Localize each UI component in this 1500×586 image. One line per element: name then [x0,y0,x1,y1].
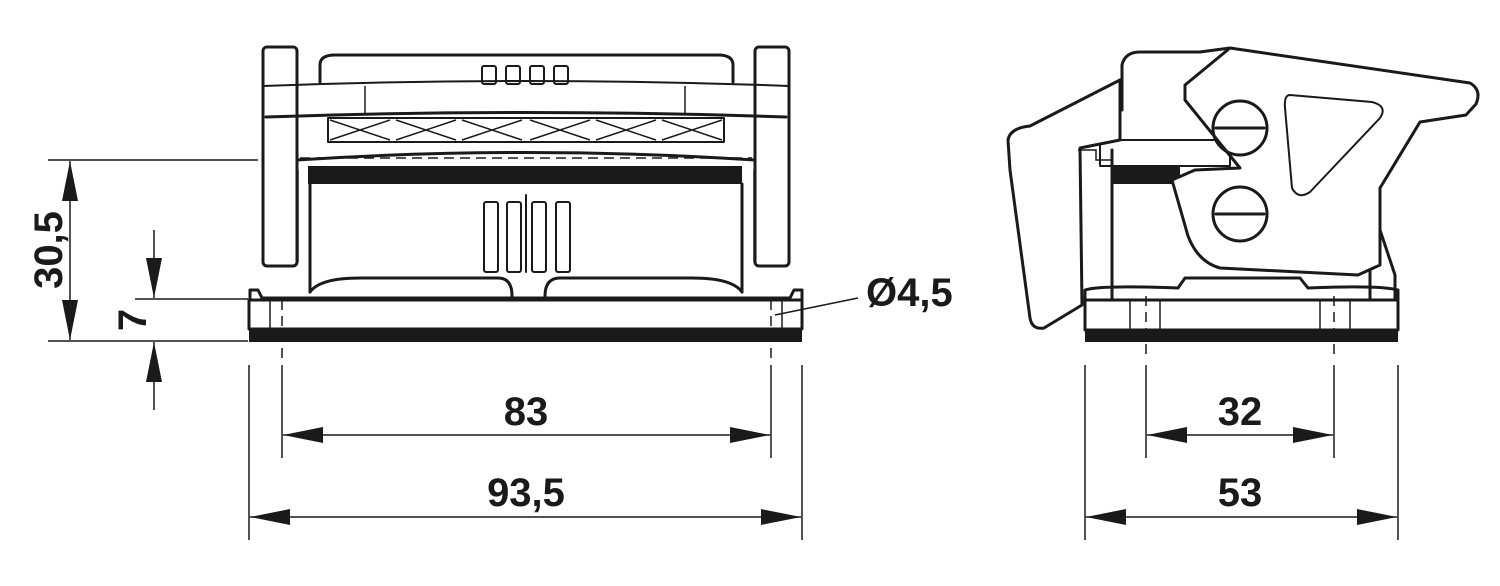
front-dimensions: 30,5 7 83 93,5 Ø4,5 [27,159,953,540]
dim-label-front-width: 93,5 [487,471,565,515]
dim-label-height-total: 30,5 [27,211,71,289]
truss-pattern [329,119,723,141]
dim-label-side-width: 53 [1218,471,1263,515]
dim-label-height-base: 7 [111,309,155,331]
side-dimensions: 32 53 [1084,365,1399,540]
dim-label-front-hole-spacing: 83 [504,390,549,434]
dim-label-side-hole-spacing: 32 [1218,390,1263,434]
dim-label-hole-diameter: Ø4,5 [866,271,953,315]
hole-leader-line [774,297,859,316]
front-view [247,45,804,358]
side-view [1006,46,1480,360]
